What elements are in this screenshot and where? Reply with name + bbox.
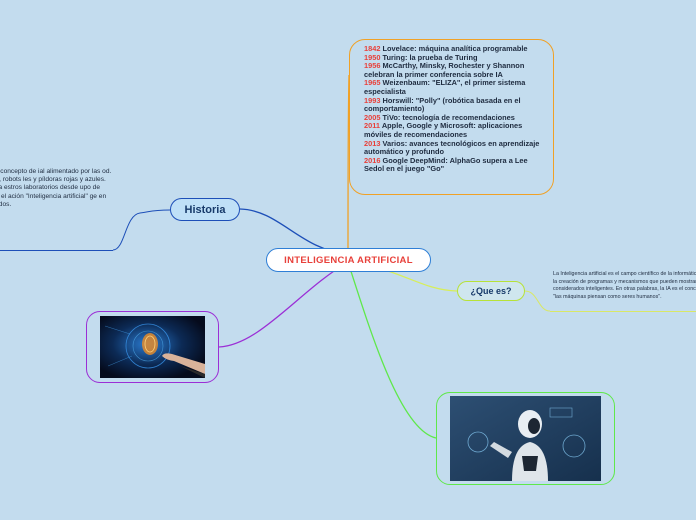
historia-underline: [0, 250, 113, 251]
connector-hand-image: [218, 261, 349, 348]
connector-robot-image: [347, 261, 437, 439]
timeline-text: Lovelace: máquina analítica programable: [382, 44, 528, 53]
timeline-text: Google DeepMind: AlphaGo supera a Lee Se…: [364, 155, 528, 174]
timeline-item: 1950 Turing: la prueba de Turing: [364, 52, 543, 63]
timeline-text: McCarthy, Minsky, Rochester y Shannon ce…: [364, 61, 525, 79]
timeline-text: Horswill: "Polly" (robótica basada en el…: [364, 95, 521, 114]
connector-que-es-leaf: [524, 290, 551, 312]
historia-node[interactable]: Historia: [170, 198, 240, 221]
timeline-item: 2005 TiVo: tecnología de recomendaciones: [364, 112, 543, 123]
timeline-item: 2011 Apple, Google y Microsoft: aplicaci…: [364, 122, 543, 139]
timeline-item: 1956 McCarthy, Minsky, Rochester y Shann…: [364, 61, 543, 79]
hand-image-node[interactable]: [86, 311, 219, 383]
timeline-text: TiVo: tecnología de recomendaciones: [382, 112, 515, 122]
que-es-underline: [550, 311, 696, 312]
connector-timeline: [347, 74, 350, 255]
que-es-label: ¿Que es?: [470, 286, 512, 296]
timeline-year: 1842: [364, 44, 381, 53]
que-es-description: La Inteligencia artificial es el campo c…: [553, 271, 696, 311]
que-es-node[interactable]: ¿Que es?: [457, 281, 525, 301]
timeline-year: 2016: [364, 155, 381, 165]
timeline-item: 1842 Lovelace: máquina analítica program…: [364, 44, 543, 54]
robot-image-node[interactable]: [436, 392, 615, 485]
timeline-year: 1965: [364, 78, 381, 88]
timeline-item: 1965 Weizenbaum: "ELIZA", el primer sist…: [364, 79, 543, 96]
historia-description: ros tenemos un concepto de ial alimentad…: [0, 168, 113, 250]
central-topic[interactable]: INTELIGENCIA ARTIFICIAL: [266, 248, 431, 272]
timeline-text: Weizenbaum: "ELIZA", el primer sistema e…: [364, 78, 526, 96]
timeline-year: 2013: [364, 138, 381, 148]
timeline-year: 1950: [364, 52, 381, 62]
timeline-item: 2016 Google DeepMind: AlphaGo supera a L…: [364, 155, 543, 174]
digital-hand-touch-image: [100, 316, 205, 378]
timeline-item: 1993 Horswill: "Polly" (robótica basada …: [364, 95, 543, 114]
connector-historia-leaf: [112, 209, 171, 251]
timeline-text: Apple, Google y Microsoft: aplicaciones …: [364, 121, 523, 139]
humanoid-robot-image: [450, 396, 601, 481]
que-es-description-text: La Inteligencia artificial es el campo c…: [553, 271, 696, 300]
timeline-item: 2013 Varios: avances tecnológicos en apr…: [364, 138, 543, 157]
timeline-text: Varios: avances tecnológicos en aprendiz…: [364, 138, 540, 157]
historia-label: Historia: [184, 203, 226, 216]
timeline-year: 2005: [364, 112, 381, 122]
central-topic-label: INTELIGENCIA ARTIFICIAL: [284, 254, 413, 266]
timeline-year: 1993: [364, 95, 381, 105]
timeline-year: 2011: [364, 121, 381, 131]
timeline-year: 1956: [364, 61, 381, 71]
timeline-node[interactable]: 1842 Lovelace: máquina analítica program…: [349, 39, 554, 195]
historia-description-text: ros tenemos un concepto de ial alimentad…: [0, 168, 112, 208]
timeline-text: Turing: la prueba de Turing: [382, 52, 478, 62]
